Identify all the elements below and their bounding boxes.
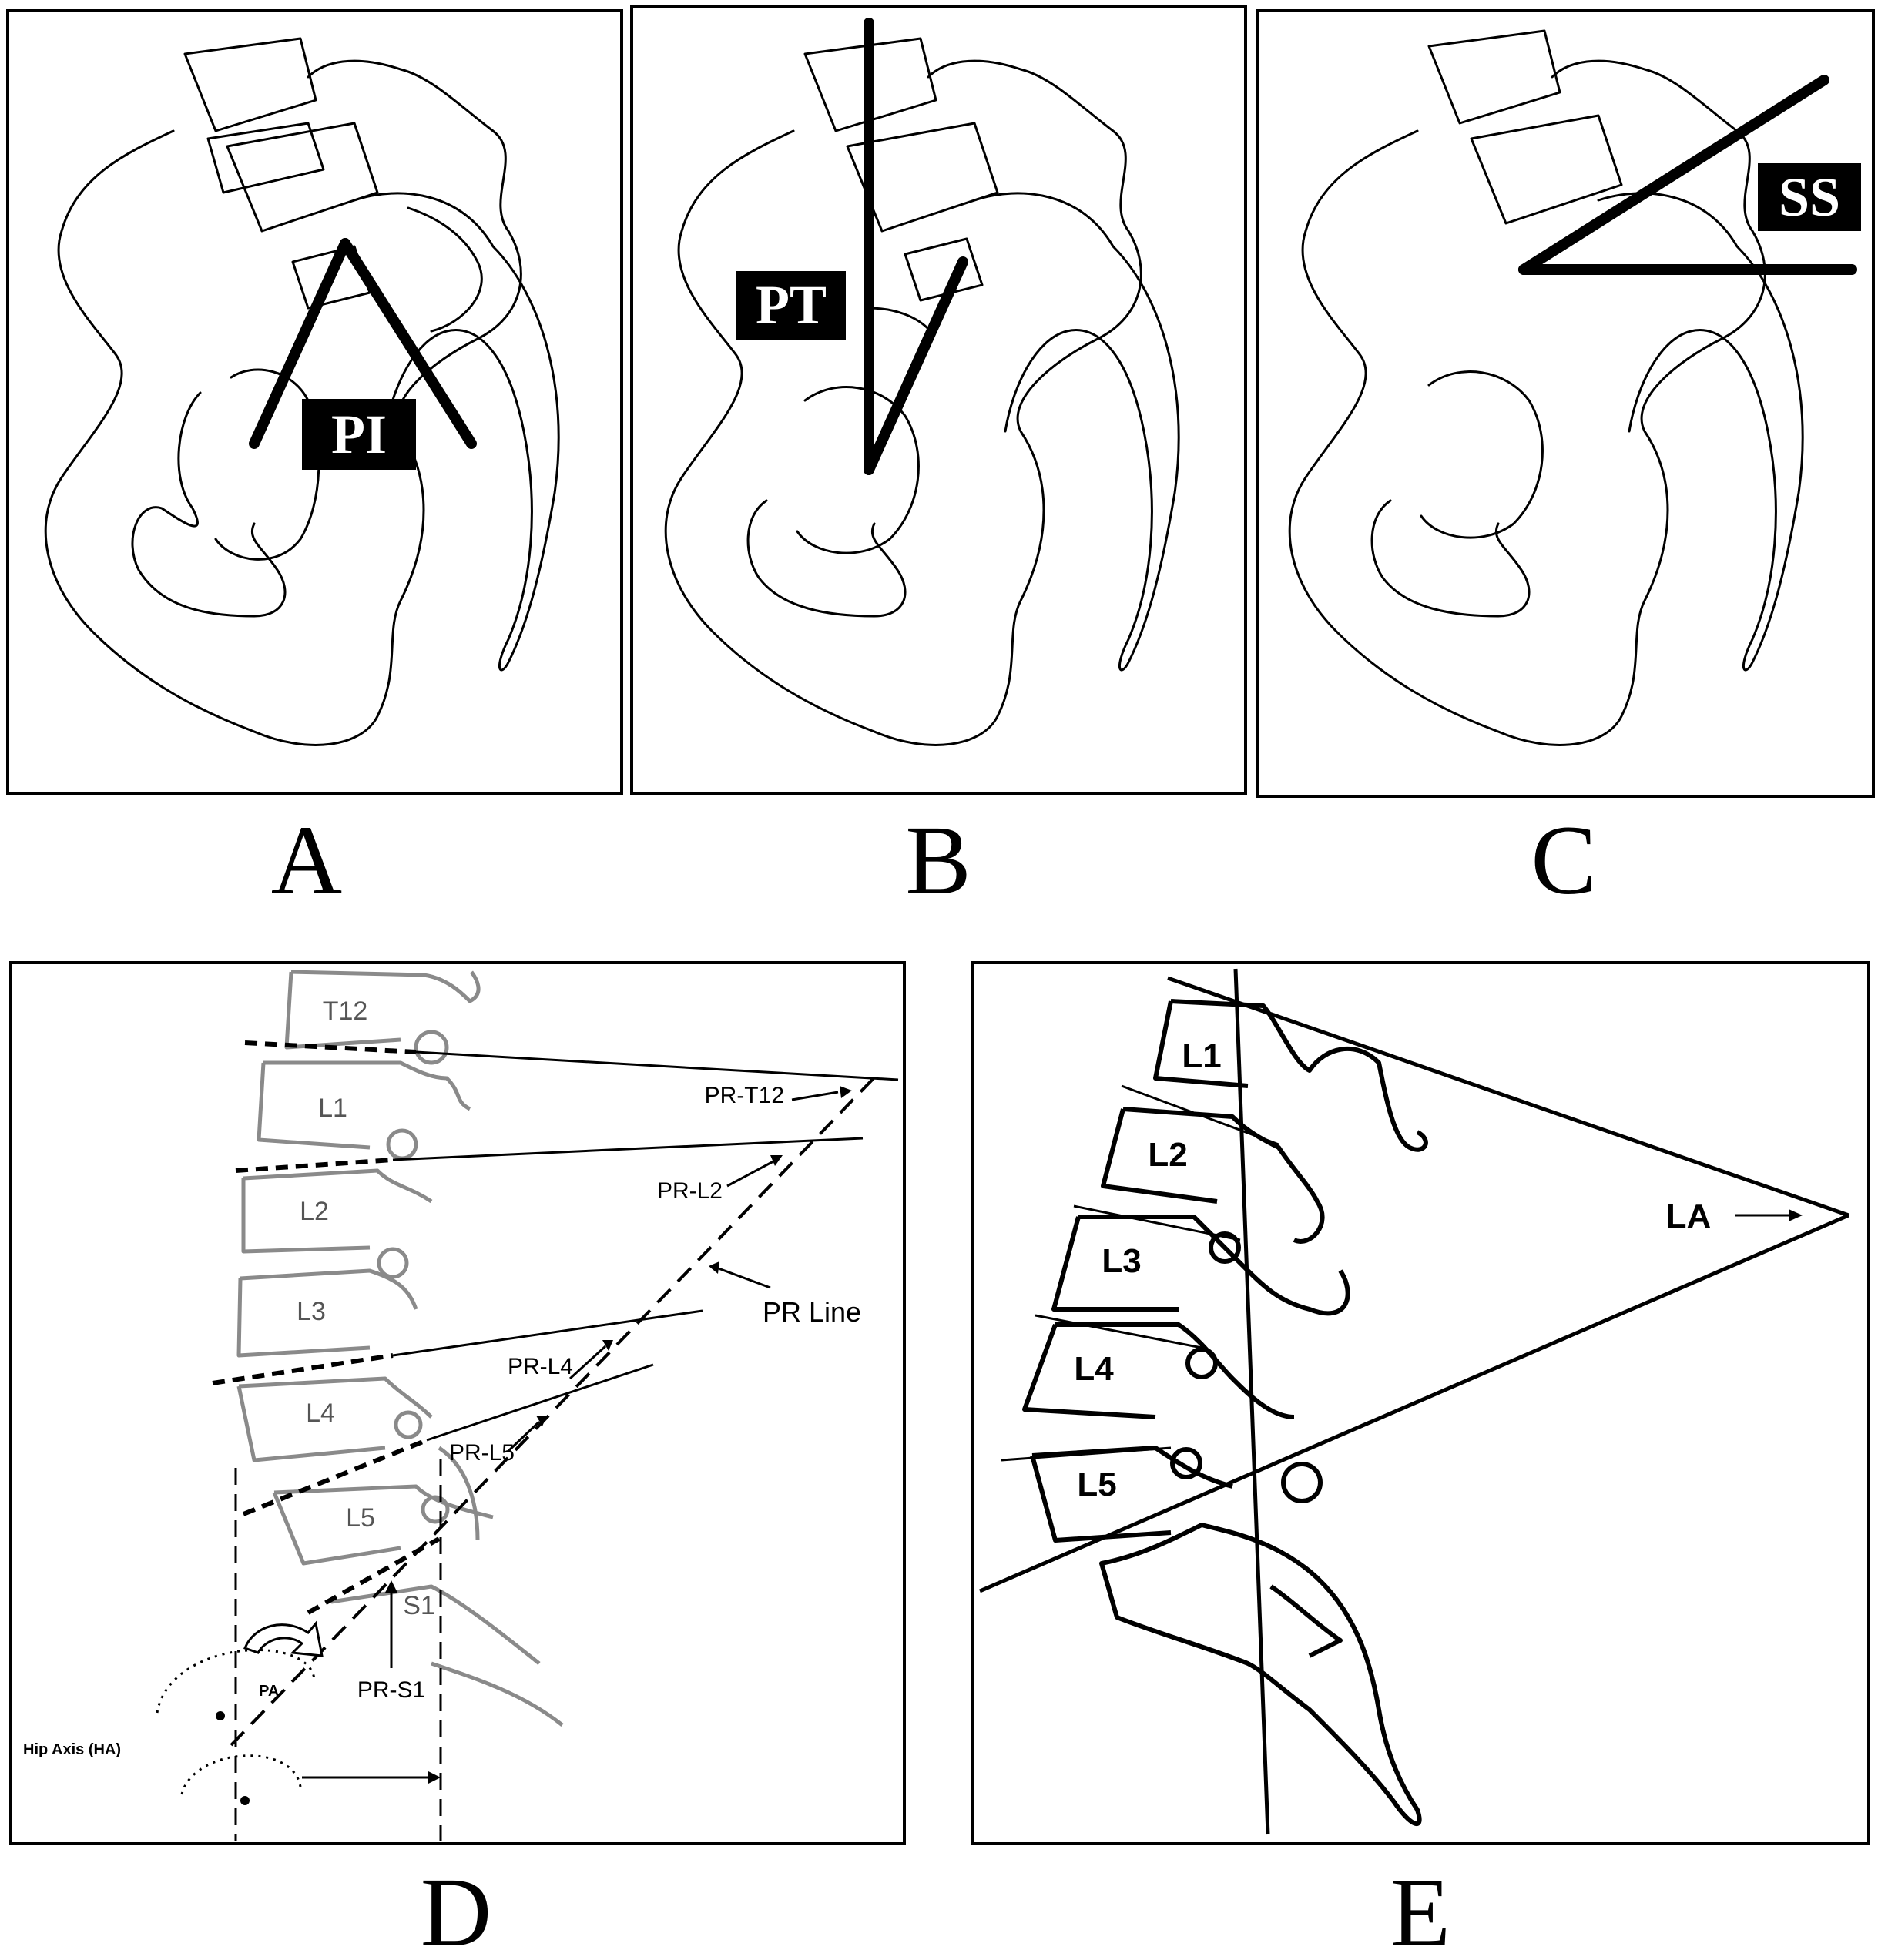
panel-c: SS C	[1256, 9, 1875, 915]
pt-label: PT	[756, 274, 827, 336]
femoral-head-arc-lower	[180, 1754, 302, 1795]
panel-c-frame	[1256, 9, 1875, 798]
pa-label: PA	[259, 1683, 279, 1700]
hip-axis-label: Hip Axis (HA)	[23, 1741, 121, 1758]
femoral-head-center-2	[240, 1796, 250, 1805]
panel-d-letter: D	[421, 1858, 491, 1960]
la-label: LA	[1666, 1198, 1712, 1235]
vertebra-label-e-l1: L1	[1182, 1037, 1221, 1075]
pi-label-box	[302, 399, 416, 470]
vertebra-label-s1: S1	[403, 1591, 435, 1620]
spine-drawing-d	[236, 970, 564, 1727]
panel-a-letter: A	[271, 806, 342, 915]
pelvis-outline-c	[1288, 29, 1804, 746]
pr-lines	[212, 1040, 899, 1747]
panel-d-frame	[9, 961, 906, 1845]
panel-d: T12 L1 L2 L3 L4 L5 S1	[9, 961, 906, 1960]
pr-line-label: PR Line	[763, 1296, 861, 1328]
vertebra-label-e-l2: L2	[1148, 1136, 1187, 1174]
pt-label-box	[736, 271, 846, 340]
vertebra-label-l3: L3	[297, 1297, 326, 1326]
pr-t12-label: PR-T12	[705, 1083, 784, 1108]
la-arrowhead	[1789, 1209, 1803, 1221]
pr-s1-label: PR-S1	[357, 1677, 425, 1703]
panel-e-frame	[971, 961, 1870, 1845]
panel-e-letter: E	[1390, 1858, 1450, 1960]
panel-b-frame	[630, 5, 1247, 795]
ss-label-box	[1758, 163, 1861, 231]
vertebra-label-l1: L1	[318, 1094, 347, 1123]
vertebra-label-e-l4: L4	[1074, 1350, 1114, 1388]
panel-e: L1 L2 L3 L4 L5 LA E	[971, 961, 1870, 1960]
vertebra-label-t12: T12	[323, 997, 368, 1026]
femoral-head-center-1	[216, 1711, 225, 1720]
hip-offset-arrowhead	[428, 1771, 441, 1784]
pi-angle-lines	[249, 238, 477, 449]
pr-l4-label: PR-L4	[508, 1354, 573, 1379]
panel-b: PT B	[630, 5, 1247, 915]
pr-l5-label: PR-L5	[449, 1440, 515, 1466]
ss-label: SS	[1779, 166, 1840, 228]
pi-label: PI	[331, 404, 387, 465]
panel-c-letter: C	[1531, 806, 1596, 915]
pelvis-outline-a	[44, 37, 560, 746]
pt-angle-lines	[864, 18, 968, 475]
annotation-arrows-d	[385, 1086, 852, 1668]
vertebra-label-l5: L5	[346, 1503, 375, 1533]
spine-drawing-e	[1022, 999, 1428, 1827]
vertebra-label-e-l5: L5	[1077, 1466, 1116, 1503]
lordosis-angle-lines	[979, 968, 1849, 1835]
ss-angle-lines	[1518, 75, 1857, 275]
vertebra-label-l2: L2	[300, 1197, 329, 1226]
panel-a: PI A	[6, 9, 623, 915]
panel-b-letter: B	[905, 806, 971, 915]
femoral-head-arc-upper	[156, 1648, 316, 1714]
vertebra-label-e-l3: L3	[1102, 1242, 1141, 1280]
vertebra-label-l4: L4	[306, 1399, 335, 1428]
pa-rotation-arrow	[243, 1620, 324, 1657]
pr-l2-label: PR-L2	[657, 1178, 723, 1204]
